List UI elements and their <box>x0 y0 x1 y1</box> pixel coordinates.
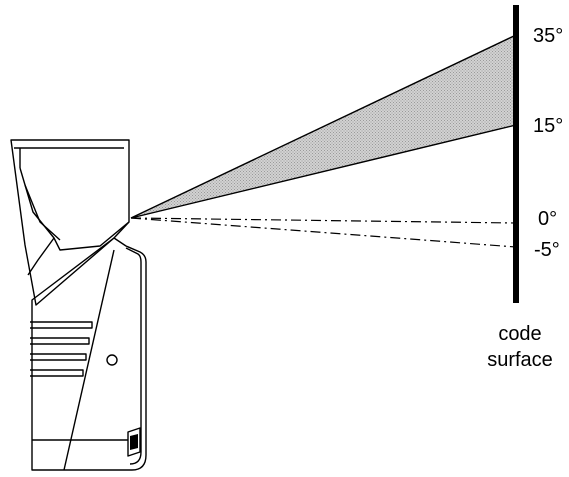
scanner-device <box>10 139 147 471</box>
vent-4 <box>30 369 84 377</box>
code-surface-label-line1: code <box>498 323 541 345</box>
scanner-latch <box>127 427 141 457</box>
scanner-body <box>31 237 147 471</box>
scanner-body-rim <box>125 247 142 465</box>
vent-3 <box>30 353 87 361</box>
angle-label-0: 0° <box>538 208 557 230</box>
angle-label-15: 15° <box>533 115 563 137</box>
code-surface-label-line2: surface <box>487 349 553 371</box>
vent-2 <box>30 337 90 345</box>
scanner-vents <box>30 321 93 377</box>
angle-label-minus5: -5° <box>534 239 560 261</box>
line-0-deg <box>130 217 517 224</box>
vent-1 <box>30 321 93 329</box>
angle-label-35: 35° <box>533 25 563 47</box>
scanner-seam <box>63 249 115 471</box>
scanner-window-inner <box>24 184 61 241</box>
scanner-head <box>10 139 130 306</box>
reading-beam <box>130 33 517 219</box>
scanner-button <box>106 354 118 366</box>
scanner-latch-fill <box>130 434 138 450</box>
scanner-slant-edge <box>27 237 55 276</box>
scanner-window <box>19 167 130 251</box>
line-minus5-deg <box>130 217 517 248</box>
